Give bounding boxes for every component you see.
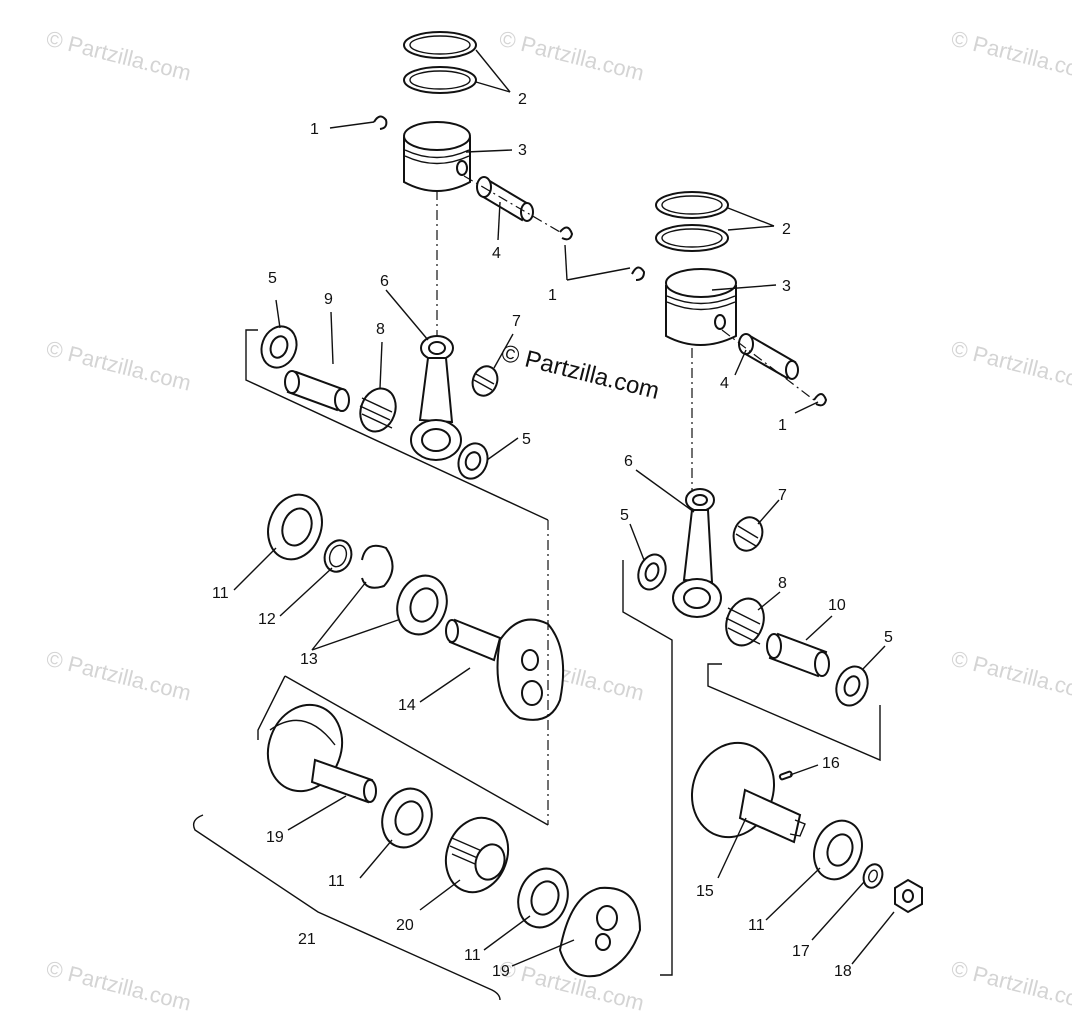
callout-2: 2 — [782, 221, 791, 238]
main-bearing-left-d — [517, 867, 569, 929]
piston-right — [665, 268, 737, 346]
spacer-10 — [766, 632, 830, 678]
piston-left — [403, 121, 471, 192]
piston-pin-right — [738, 333, 799, 380]
thrust-washer-right-b — [835, 665, 869, 707]
thrust-washer-left-b — [457, 442, 489, 480]
watermark-text: © Partzilla.com — [497, 26, 647, 86]
callout-11: 11 — [328, 873, 345, 890]
callout-3: 3 — [782, 278, 791, 295]
callout-11: 11 — [748, 917, 765, 934]
bracket-21 — [192, 814, 501, 1001]
callout-12: 12 — [258, 611, 276, 628]
callout-6: 6 — [380, 273, 389, 290]
crank-half-14 — [445, 618, 565, 721]
callout-17: 17 — [792, 943, 810, 960]
watermark-text: © Partzilla.com — [949, 956, 1072, 1016]
callout-15: 15 — [696, 883, 714, 900]
circlip-left-b — [559, 226, 574, 241]
crank-half-19-upper — [266, 703, 377, 804]
callout-8: 8 — [778, 575, 787, 592]
needle-bearing-right-big — [725, 597, 765, 647]
main-bearing-left-c — [381, 787, 433, 849]
callout-18: 18 — [834, 963, 852, 980]
spacer-9 — [284, 370, 350, 412]
callout-14: 14 — [398, 697, 416, 714]
callout-11: 11 — [212, 585, 229, 602]
washer-17 — [862, 863, 884, 889]
thrust-washer-left-a — [260, 325, 298, 369]
watermark-text: © Partzilla.com — [949, 26, 1072, 86]
watermark-text: © Partzilla.com — [44, 26, 194, 86]
connecting-rod-right — [672, 488, 722, 618]
callout-1: 1 — [310, 121, 319, 138]
piston-ring-set-left — [403, 31, 477, 94]
leader-lines — [233, 49, 895, 967]
bracket-right-upper — [622, 560, 673, 976]
main-bearing-right — [813, 819, 863, 881]
piston-pin-left — [476, 176, 534, 222]
bracket-left-upper — [245, 329, 549, 521]
bracket-right-middle — [707, 663, 881, 762]
callout-3: 3 — [518, 142, 527, 159]
thrust-washer-right-a — [637, 553, 667, 591]
connecting-rod-left — [410, 335, 462, 461]
piston-ring-set-right — [655, 191, 729, 252]
callout-9: 9 — [324, 291, 333, 308]
main-bearing-left-b — [396, 574, 448, 636]
callout-13: 13 — [300, 651, 318, 668]
watermark-text: © Partzilla.com — [44, 336, 194, 396]
woodruff-key-16 — [778, 770, 793, 781]
callout-19: 19 — [492, 963, 510, 980]
callout-7: 7 — [512, 313, 521, 330]
bracket-left-lower — [257, 675, 549, 826]
callout-7: 7 — [778, 487, 787, 504]
callout-5: 5 — [620, 507, 629, 524]
snap-ring-13 — [361, 544, 394, 589]
center-watermark: © Partzilla.com — [499, 340, 662, 405]
callout-11: 11 — [464, 947, 481, 964]
callout-10: 10 — [828, 597, 846, 614]
callout-19: 19 — [266, 829, 284, 846]
watermark-text: © Partzilla.com — [44, 956, 194, 1016]
crank-half-19-lower — [558, 886, 642, 978]
callout-5: 5 — [522, 431, 531, 448]
needle-bearing-left-big — [359, 387, 397, 433]
needle-bearing-right-small — [732, 516, 764, 552]
callout-1: 1 — [778, 417, 787, 434]
watermark-text: © Partzilla.com — [44, 646, 194, 706]
callout-4: 4 — [492, 245, 501, 262]
callout-20: 20 — [396, 917, 414, 934]
callout-6: 6 — [624, 453, 633, 470]
circlip-left-a — [373, 115, 388, 130]
nut-18 — [894, 878, 923, 914]
callout-16: 16 — [822, 755, 840, 772]
callout-4: 4 — [720, 375, 729, 392]
drive-gear-20 — [444, 816, 510, 894]
watermark-text: © Partzilla.com — [949, 646, 1072, 706]
callout-8: 8 — [376, 321, 385, 338]
snap-ring-12 — [323, 539, 353, 573]
callout-5: 5 — [268, 270, 277, 287]
crank-half-15 — [690, 741, 806, 844]
main-bearing-left-a — [267, 493, 323, 561]
callout-2: 2 — [518, 91, 527, 108]
needle-bearing-left-small — [471, 365, 499, 397]
callout-21: 21 — [298, 931, 316, 948]
callout-labels: 2 1 3 4 2 1 3 4 1 5 9 6 8 7 5 6 7 5 8 10… — [212, 91, 893, 980]
watermark-text: © Partzilla.com — [949, 336, 1072, 396]
callout-5: 5 — [884, 629, 893, 646]
callout-1: 1 — [548, 287, 557, 304]
watermark-group: © Partzilla.com © Partzilla.com © Partzi… — [44, 26, 1072, 1016]
circlip-right-a — [631, 266, 646, 281]
